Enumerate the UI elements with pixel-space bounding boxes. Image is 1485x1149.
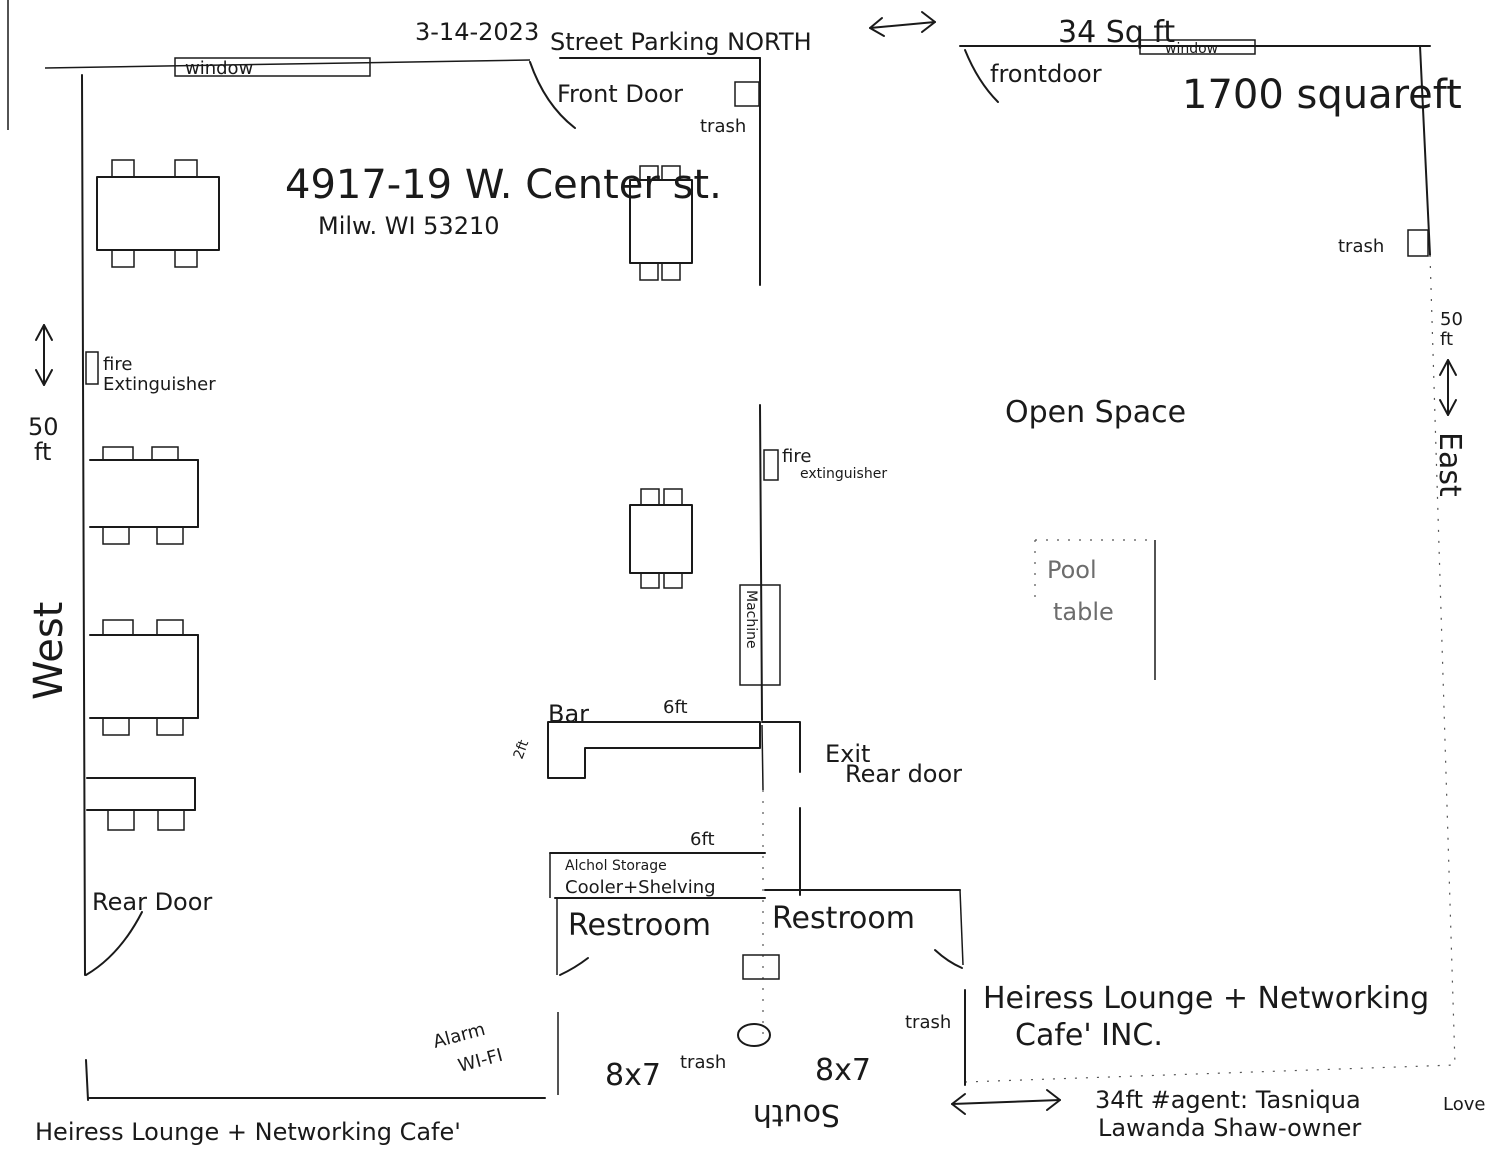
exit-label-2: Rear door bbox=[845, 760, 962, 788]
front-door-right-label: frontdoor bbox=[990, 60, 1102, 88]
street-label: Street Parking NORTH bbox=[550, 28, 812, 56]
owner-label: Lawanda Shaw-owner bbox=[1098, 1114, 1361, 1142]
fire-ext-left-2: Extinguisher bbox=[103, 374, 216, 395]
machine-label: Machine bbox=[743, 590, 759, 649]
exit-label-1: Exit bbox=[825, 740, 870, 768]
address-line1: 4917-19 W. Center st. bbox=[285, 162, 722, 208]
outer-walls bbox=[44, 45, 1456, 1101]
room-8x7-right: 8x7 bbox=[815, 1053, 871, 1088]
trash-label-4: trash bbox=[905, 1012, 951, 1033]
area-text: 1700 squareft bbox=[1182, 72, 1462, 118]
window-left bbox=[174, 57, 371, 77]
address-line2: Milw. WI 53210 bbox=[318, 212, 500, 240]
restroom-left-door bbox=[559, 957, 589, 976]
bottom-left-label: Heiress Lounge + Networking Cafe' bbox=[35, 1118, 461, 1146]
window-right-label: window bbox=[1165, 41, 1218, 57]
trash-label-1: trash bbox=[700, 116, 746, 137]
rear-door-label: Rear Door bbox=[92, 888, 212, 916]
trash-box-2 bbox=[1407, 229, 1429, 257]
love-label: Love bbox=[1443, 1094, 1485, 1115]
double-arrow-bottom bbox=[951, 1089, 1061, 1115]
center-partition bbox=[759, 57, 764, 1035]
south-label: South bbox=[753, 1097, 840, 1132]
fire-ext-mid-2: extinguisher bbox=[800, 466, 887, 482]
east-dim-arrow bbox=[1439, 359, 1457, 416]
front-door-right-swing bbox=[964, 49, 999, 103]
trash-can bbox=[737, 1023, 771, 1047]
table-4 bbox=[86, 777, 196, 831]
trash-label-2: trash bbox=[1338, 236, 1384, 257]
west-dim-arrow bbox=[35, 324, 53, 386]
bar-counter bbox=[547, 721, 761, 779]
bar-label: Bar bbox=[548, 700, 589, 728]
top-width: 34 Sq ft bbox=[1058, 15, 1175, 50]
front-door-left-swing bbox=[529, 61, 576, 129]
east-label: East bbox=[1432, 432, 1467, 497]
bar-length: 6ft bbox=[663, 697, 688, 718]
table-6 bbox=[629, 488, 693, 589]
open-space-label: Open Space bbox=[1005, 395, 1186, 430]
sink-box bbox=[742, 954, 780, 980]
window-right bbox=[1139, 39, 1256, 55]
business-line1: Heiress Lounge + Networking bbox=[983, 981, 1429, 1016]
double-arrow-top bbox=[869, 11, 936, 37]
east-dim-1: 50 bbox=[1440, 309, 1463, 330]
alarm-1: Alarm bbox=[431, 1019, 488, 1053]
storage-line1: Alchol Storage bbox=[565, 858, 667, 874]
window-left-label: window bbox=[185, 58, 253, 79]
fire-ext-left-1: fire bbox=[103, 354, 132, 375]
table-3 bbox=[89, 619, 199, 736]
rear-door-swing bbox=[85, 911, 143, 976]
agent-label: 34ft #agent: Tasniqua bbox=[1095, 1086, 1361, 1114]
front-door-left-label: Front Door bbox=[557, 80, 683, 108]
bar-end bbox=[761, 721, 801, 773]
fire-extinguisher-left-box bbox=[85, 351, 99, 385]
pool-table bbox=[1034, 539, 1156, 680]
storage-length: 6ft bbox=[690, 829, 715, 850]
date-text: 3-14-2023 bbox=[415, 18, 539, 46]
business-line2: Cafe' INC. bbox=[1015, 1018, 1163, 1053]
fire-ext-mid-1: fire bbox=[782, 446, 811, 467]
table-5 bbox=[629, 165, 693, 281]
restroom-right: Restroom bbox=[772, 901, 915, 936]
alarm-2: WI-FI bbox=[456, 1045, 505, 1077]
trash-box-1 bbox=[734, 81, 760, 107]
trash-label-3: trash bbox=[680, 1052, 726, 1073]
machine-box bbox=[739, 584, 781, 686]
restroom-right-door bbox=[934, 949, 963, 969]
restroom-left: Restroom bbox=[568, 908, 711, 943]
room-8x7-left: 8x7 bbox=[605, 1058, 661, 1093]
table-1 bbox=[96, 159, 220, 268]
fire-extinguisher-mid-box bbox=[763, 449, 779, 481]
table-2 bbox=[89, 446, 199, 545]
pool-table-1: Pool bbox=[1047, 556, 1097, 584]
east-dim-2: ft bbox=[1440, 329, 1453, 350]
bar-depth: 2ft bbox=[511, 737, 533, 761]
west-label: West bbox=[26, 602, 72, 700]
storage-line2: Cooler+Shelving bbox=[565, 877, 716, 898]
pool-table-2: table bbox=[1053, 598, 1114, 626]
west-dim-2: ft bbox=[34, 438, 51, 466]
west-dim-1: 50 bbox=[28, 413, 59, 441]
